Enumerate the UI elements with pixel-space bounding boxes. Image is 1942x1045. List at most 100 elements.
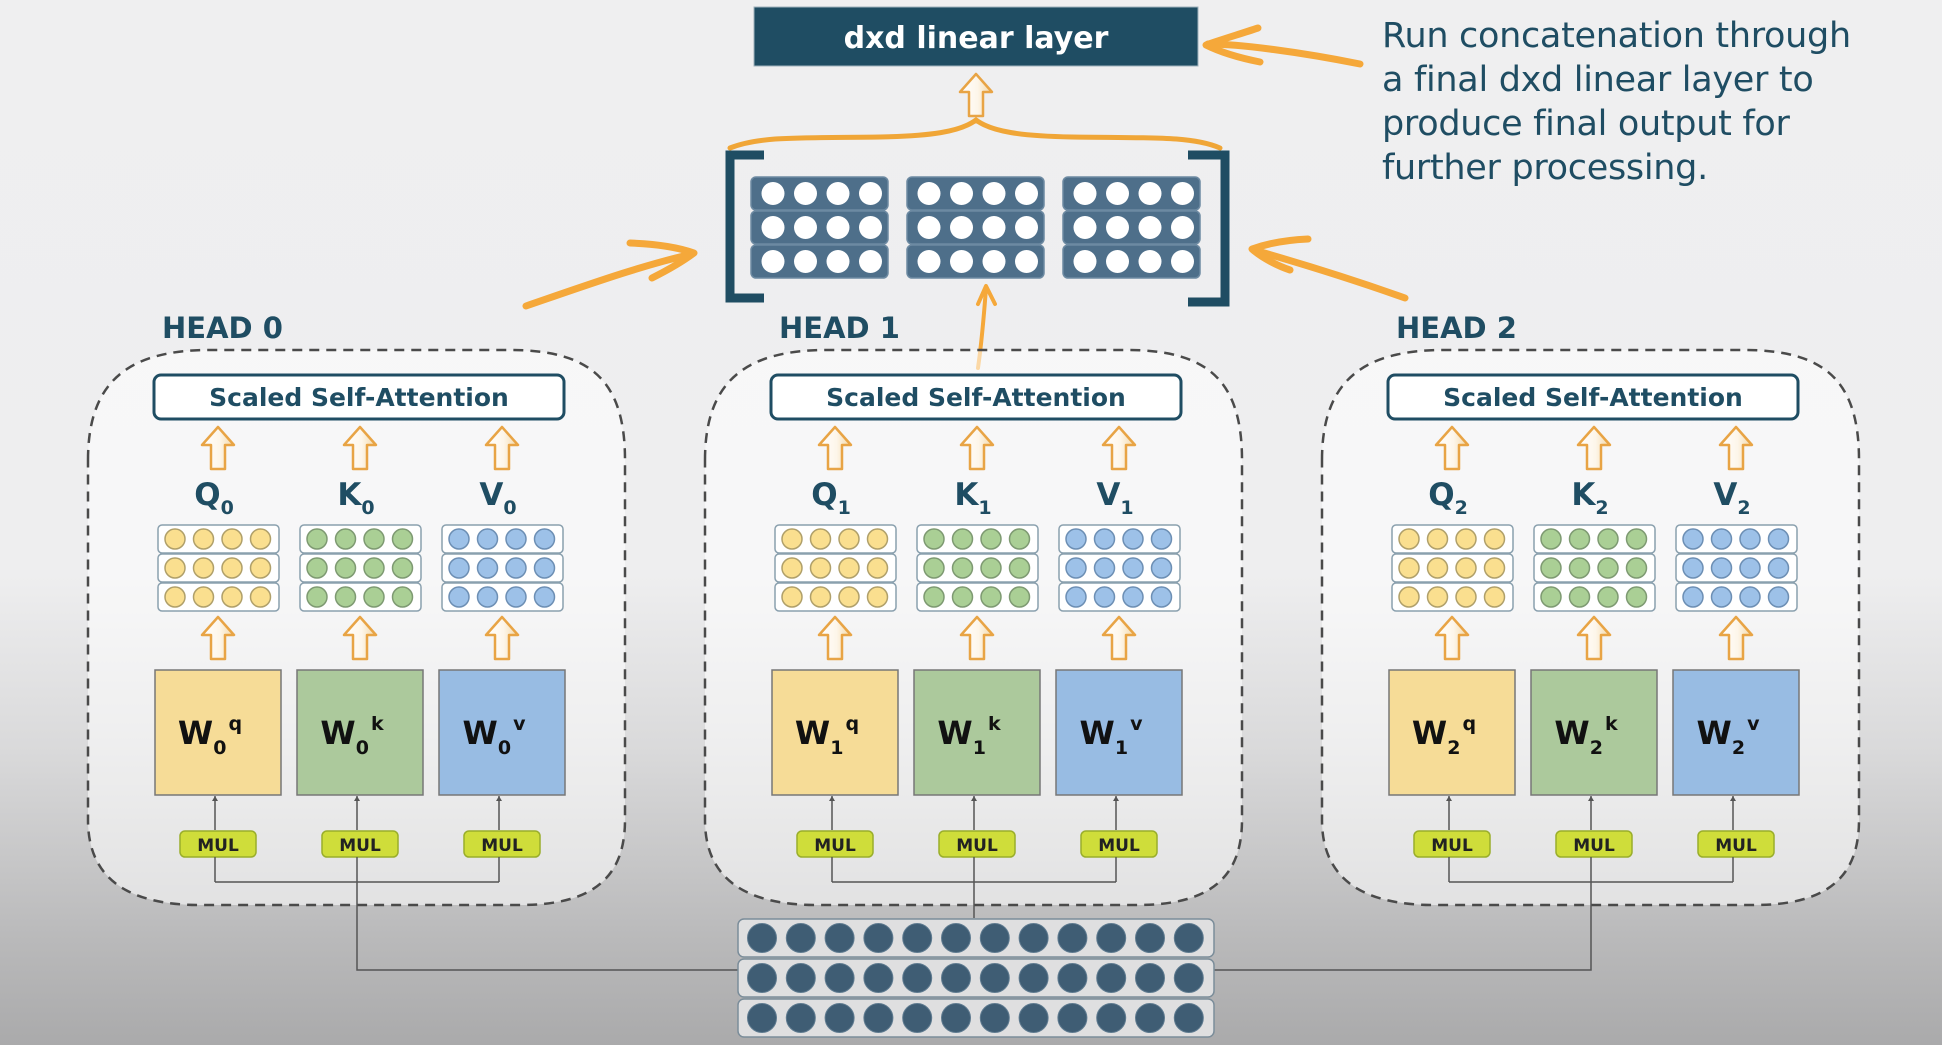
mul-label: MUL [197,836,239,856]
vector-row [916,553,1039,583]
vector-element [249,557,272,579]
vector-row [1391,524,1514,554]
scaled-self-attention-label: Scaled Self-Attention [209,383,509,412]
annotation-line: produce final output for [1382,104,1790,144]
vector-element [1173,923,1204,953]
vector-element [923,557,945,579]
vector-row [1533,524,1656,554]
vector-element [838,528,860,550]
vector-element [902,963,933,993]
up-arrow-icon [1434,425,1470,471]
vector-row [1675,524,1798,554]
vector-element [1682,586,1704,608]
annotation-line: Run concatenation through [1382,16,1851,56]
vector-element [448,586,470,608]
vector-element [1065,557,1087,579]
vector-element [221,528,243,550]
vector-element [794,250,817,273]
mul-operation [179,830,257,858]
vector-element [826,250,850,273]
vector-element [1597,528,1619,550]
vector-element [1135,1003,1165,1033]
up-arrow-icon [1434,615,1470,661]
scaled-self-attention-box [769,373,1183,421]
mul-operation [1697,830,1775,858]
vector-element [923,528,945,550]
vector-element [980,557,1002,579]
vector-element [1073,216,1097,239]
vector-element [1008,557,1031,579]
vector-row [906,210,1045,245]
vector-element [192,528,215,550]
weight-label: W2v [1697,713,1761,759]
vector-element [1568,586,1591,608]
up-arrow-icon [342,425,378,471]
vector-row [750,176,889,211]
scaled-self-attention-box [152,373,566,421]
query-matrix [1391,524,1514,612]
vector-element [1093,528,1116,550]
vector-element [1015,216,1038,239]
vector-element [249,528,272,550]
head-title: HEAD 1 [779,311,900,345]
vector-element [826,216,850,239]
vector-element [1018,923,1049,953]
vector-row [1058,524,1181,554]
vector-row [1533,553,1656,583]
vector-element [1018,963,1049,993]
vector-element [1065,528,1087,550]
vector-element [1057,923,1088,953]
vector-element [1018,1003,1049,1033]
vector-element [1398,528,1420,550]
vector-row [1062,176,1201,211]
value-matrix [441,524,564,612]
vector-element [1015,182,1038,205]
vector-element [1455,528,1477,550]
weight-matrix-query [154,669,282,796]
vector-element [1682,557,1704,579]
vector-row [906,176,1045,211]
vector-element [1057,963,1088,993]
vector-element [982,250,1006,273]
vector-element [1093,557,1116,579]
vector-element [1122,586,1144,608]
vector-element [824,963,855,993]
vector-element [917,216,941,239]
key-label: K0 [337,477,374,519]
vector-element [334,557,357,579]
left-bracket [725,150,764,303]
mul-operation [796,830,874,858]
vector-row [299,582,422,612]
vector-element [164,557,186,579]
vector-element [950,182,973,205]
vector-element [809,528,832,550]
vector-element [951,528,974,550]
vector-row [1062,244,1201,279]
vector-element [980,586,1002,608]
input-embeddings-matrix [737,918,1215,1038]
vector-element [1483,557,1506,579]
vector-element [448,528,470,550]
vector-row [1391,553,1514,583]
vector-element [1106,250,1129,273]
vector-element [164,528,186,550]
up-arrow-icon [1101,425,1137,471]
vector-element [1096,923,1127,953]
vector-element [1597,557,1619,579]
vector-row [774,524,897,554]
up-arrow-icon [342,615,378,661]
query-matrix [157,524,280,612]
mul-label: MUL [1431,836,1473,856]
vector-element [982,182,1006,205]
up-arrow-icon [959,425,995,471]
up-arrow-icon [200,615,236,661]
up-arrow-icon [1576,425,1612,471]
vector-row [157,524,280,554]
vector-element [533,528,556,550]
vector-element [1096,963,1127,993]
vector-row [1058,582,1181,612]
vector-element [249,586,272,608]
up-arrow-icon [817,615,853,661]
